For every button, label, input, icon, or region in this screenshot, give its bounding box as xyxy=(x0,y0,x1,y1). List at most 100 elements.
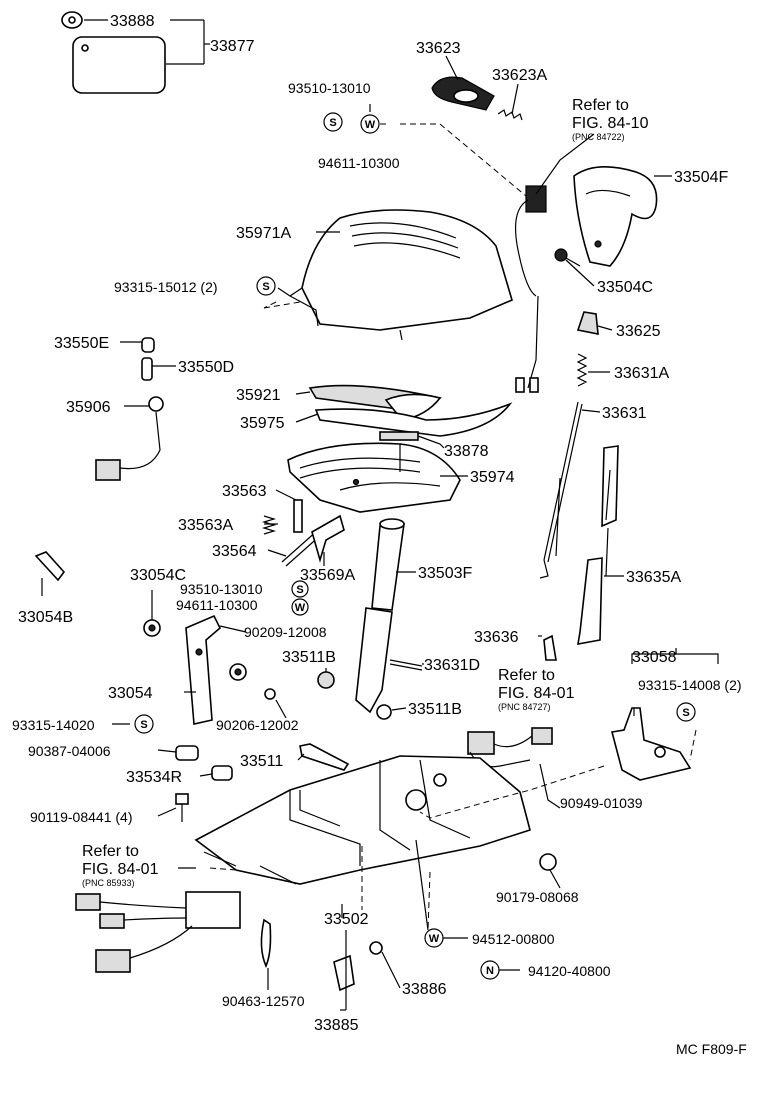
symbol-w-94611-a: W xyxy=(360,114,380,134)
part-90179-nut-drawing xyxy=(539,853,557,871)
label-94512-00800: 94512-00800 xyxy=(472,931,555,947)
label-90463-12570: 90463-12570 xyxy=(222,993,305,1009)
label-33054: 33054 xyxy=(108,685,153,702)
part-33623A-spring-drawing xyxy=(497,109,523,121)
part-33569A-bracket-drawing xyxy=(311,514,345,563)
reference-fig-84-01-b: Refer to FIG. 84-01 (PNC 85933) xyxy=(82,843,159,888)
part-33511B-bushing-drawing xyxy=(317,671,335,689)
part-33631-rod-drawing xyxy=(539,401,583,579)
label-93315-15012: 93315-15012 (2) xyxy=(114,279,218,295)
label-90387-04006: 90387-04006 xyxy=(28,743,111,759)
part-33058-bracket-drawing xyxy=(611,707,692,781)
part-33878-label-drawing xyxy=(379,431,419,441)
reference-fig-84-10: Refer to FIG. 84-10 (PNC 84722) xyxy=(572,97,649,142)
label-33878: 33878 xyxy=(444,443,489,460)
symbol-s-93315-14020: S xyxy=(134,714,154,734)
label-90119-08441: 90119-08441 (4) xyxy=(30,809,132,825)
label-33534R: 33534R xyxy=(126,769,182,786)
figure-code: MC F809-F xyxy=(676,1041,747,1057)
label-93510-13010-a: 93510-13010 xyxy=(288,80,371,96)
part-33504C-screw-drawing xyxy=(554,248,581,267)
symbol-n-94120: N xyxy=(480,960,500,980)
part-33534R-drawing xyxy=(211,765,233,781)
label-33511B-upper: 33511B xyxy=(282,649,336,666)
symbol-s-93315-14008: S xyxy=(676,702,696,722)
symbol-s-93315-15012: S xyxy=(256,276,276,296)
part-35921-indicator-drawing xyxy=(308,384,442,421)
label-90949-01039: 90949-01039 xyxy=(560,795,643,811)
svg-text:W: W xyxy=(295,602,306,614)
label-33635A: 33635A xyxy=(626,569,681,586)
symbol-w-94512: W xyxy=(424,928,444,948)
part-33885-drawing xyxy=(333,954,355,992)
label-33058: 33058 xyxy=(632,649,677,666)
label-35975: 35975 xyxy=(240,415,285,432)
svg-text:S: S xyxy=(140,719,147,731)
label-94611-10300-b: 94611-10300 xyxy=(176,597,258,613)
label-33569A: 33569A xyxy=(300,567,355,584)
label-33511B-lower: 33511B xyxy=(408,701,462,718)
label-35921: 35921 xyxy=(236,387,281,404)
symbol-s-93510-b: S xyxy=(291,580,309,598)
ref2-line1: Refer to xyxy=(498,667,555,684)
ref1-line1: Refer to xyxy=(572,97,629,114)
svg-text:S: S xyxy=(682,707,689,719)
ref3-line1: Refer to xyxy=(82,843,139,860)
label-90209-12008: 90209-12008 xyxy=(244,624,327,640)
part-90119-bolt-drawing xyxy=(175,793,189,822)
symbol-s-93510-a: S xyxy=(323,112,343,132)
svg-text:S: S xyxy=(329,117,336,129)
part-33550D-bulb-drawing xyxy=(141,357,153,381)
part-33563-pin-drawing xyxy=(293,499,303,533)
label-33054B: 33054B xyxy=(18,609,73,626)
part-35975-plate-drawing xyxy=(314,402,513,437)
ref2-pnc: (PNC 84727) xyxy=(498,702,551,712)
part-33503F-lever-drawing xyxy=(371,518,405,611)
ref1-line2: FIG. 84-10 xyxy=(572,115,649,132)
part-33888-clip-drawing xyxy=(61,11,83,29)
label-90179-08068: 90179-08068 xyxy=(496,889,579,905)
label-33636: 33636 xyxy=(474,629,519,646)
label-94611-10300-a: 94611-10300 xyxy=(318,155,400,171)
part-35974-housing-drawing xyxy=(287,442,461,513)
label-33550D: 33550D xyxy=(178,359,234,376)
svg-text:S: S xyxy=(296,584,303,596)
label-35974: 35974 xyxy=(470,469,515,486)
part-90387-04006-drawing xyxy=(175,745,199,761)
symbol-w-94611-b: W xyxy=(291,598,309,616)
part-90209-bushing-drawing xyxy=(229,663,247,681)
part-33563A-spring-drawing xyxy=(261,515,277,535)
ref3-pnc: (PNC 85933) xyxy=(82,878,135,888)
part-33625-drawing xyxy=(576,311,599,335)
part-33054B-bolt-drawing xyxy=(34,551,66,582)
part-33502-base-drawing xyxy=(194,755,531,885)
part-33635A-guide-drawing xyxy=(577,445,619,645)
part-33054C-bushing-drawing xyxy=(143,619,161,637)
part-33623-button-drawing xyxy=(431,76,495,111)
label-33877: 33877 xyxy=(210,38,255,55)
part-35906-socket-drawing xyxy=(95,396,164,481)
part-90463-tie-drawing xyxy=(260,918,272,969)
part-90206-clip-drawing xyxy=(264,688,276,700)
label-90206-12002: 90206-12002 xyxy=(216,717,299,733)
label-35971A: 35971A xyxy=(236,225,291,242)
label-33504F: 33504F xyxy=(674,169,728,186)
label-33054C: 33054C xyxy=(130,567,186,584)
part-90949-connector-drawing xyxy=(467,727,553,768)
svg-text:W: W xyxy=(429,933,440,945)
part-35971A-cover-drawing xyxy=(288,209,513,341)
reference-fig-84-01-a: Refer to FIG. 84-01 (PNC 84727) xyxy=(498,667,575,712)
part-33054-bracket-drawing xyxy=(185,614,221,725)
part-33631D-pin-drawing xyxy=(389,659,423,671)
label-33888: 33888 xyxy=(110,13,155,30)
part-33636-drawing xyxy=(543,634,557,661)
part-33511-bolt-drawing xyxy=(299,743,350,771)
part-33877-plate-drawing xyxy=(72,36,166,94)
part-33550E-cap-drawing xyxy=(141,337,155,353)
label-33563: 33563 xyxy=(222,483,267,500)
label-33623A: 33623A xyxy=(492,67,547,84)
label-94120-40800: 94120-40800 xyxy=(528,963,611,979)
part-33631A-spring-drawing xyxy=(576,353,588,387)
label-33631D: 33631D xyxy=(424,657,480,674)
